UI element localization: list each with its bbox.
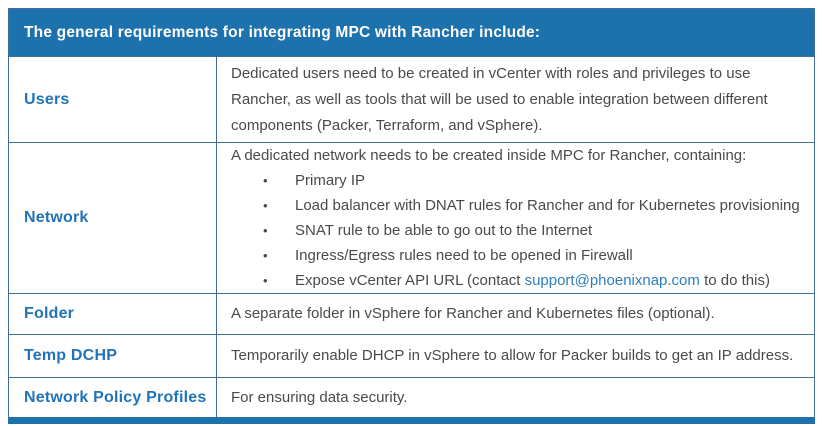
row-desc-users: Dedicated users need to be created in vC… [217,57,814,142]
list-item: Load balancer with DNAT rules for Ranche… [231,193,800,218]
table-header: The general requirements for integrating… [9,9,814,56]
network-policy-profiles-description: For ensuring data security. [231,388,408,406]
row-desc-folder: A separate folder in vSphere for Rancher… [217,294,814,334]
row-label-network: Network [9,143,217,293]
expose-vcenter-text-suffix: to do this) [699,272,770,289]
table-row-folder: Folder A separate folder in vSphere for … [9,293,814,334]
row-label-network-policy-profiles: Network Policy Profiles [9,378,217,417]
table-row-network-policy-profiles: Network Policy Profiles For ensuring dat… [9,377,814,417]
list-item: SNAT rule to be able to go out to the In… [231,218,800,243]
list-item: Primary IP [231,168,800,193]
requirements-table: The general requirements for integrating… [8,8,815,424]
list-item: Expose vCenter API URL (contact support@… [231,268,800,293]
row-desc-network: A dedicated network needs to be created … [217,143,814,293]
row-label-temp-dchp: Temp DCHP [9,335,217,377]
network-bullet-list: Primary IP Load balancer with DNAT rules… [231,168,800,293]
table-row-users: Users Dedicated users need to be created… [9,56,814,142]
temp-dchp-description: Temporarily enable DHCP in vSphere to al… [231,347,794,364]
table-row-network: Network A dedicated network needs to be … [9,142,814,293]
row-desc-network-policy-profiles: For ensuring data security. [217,378,814,417]
expose-vcenter-text-prefix: Expose vCenter API URL (contact [295,272,525,289]
table-row-temp-dchp: Temp DCHP Temporarily enable DHCP in vSp… [9,334,814,377]
row-desc-temp-dchp: Temporarily enable DHCP in vSphere to al… [217,335,814,377]
network-intro: A dedicated network needs to be created … [231,147,747,164]
row-label-folder: Folder [9,294,217,334]
support-email-link[interactable]: support@phoenixnap.com [524,272,700,289]
list-item: Ingress/Egress rules need to be opened i… [231,243,800,268]
row-label-users: Users [9,57,217,142]
users-description: Dedicated users need to be created in vC… [231,64,768,134]
folder-description: A separate folder in vSphere for Rancher… [231,305,715,322]
